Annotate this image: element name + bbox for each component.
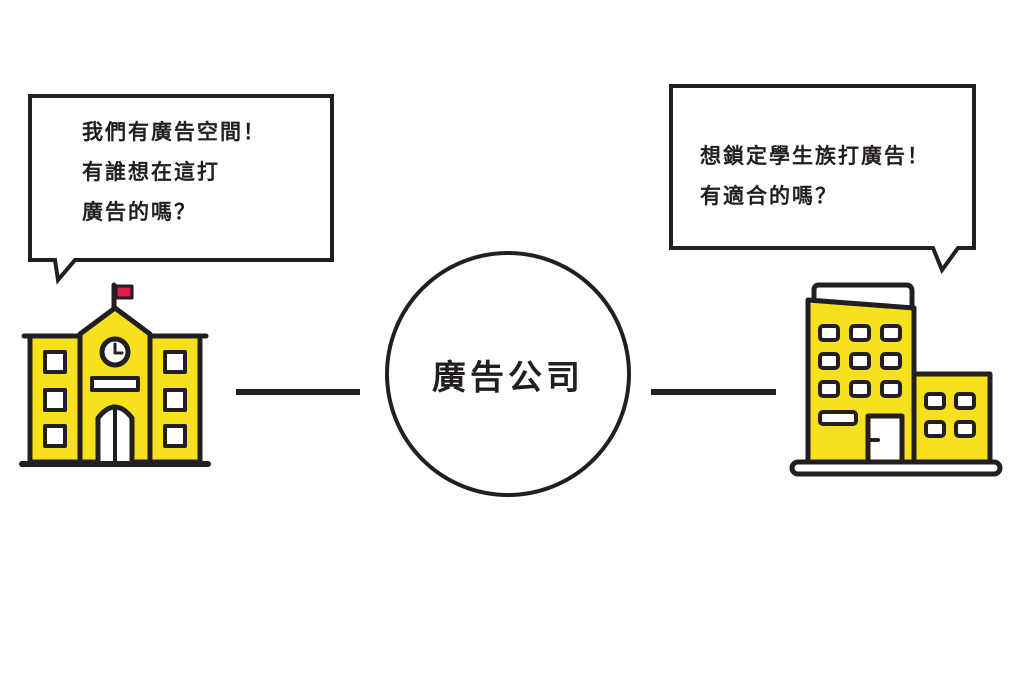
- right-bubble-line-1: 想鎖定學生族打廣告！: [700, 144, 930, 168]
- left-bubble-line-1: 我們有廣告空間！: [82, 120, 266, 144]
- left-speech-bubble: [28, 94, 334, 285]
- center-circle: [385, 251, 631, 497]
- right-bubble-line-2: 有適合的嗎？: [700, 184, 838, 208]
- left-bubble-text: 我們有廣告空間！ 有誰想在這打 廣告的嗎？: [82, 112, 266, 232]
- office-building-icon: [789, 282, 1003, 477]
- center-label: 廣告公司: [432, 358, 584, 398]
- left-bubble-line-3: 廣告的嗎？: [82, 200, 197, 224]
- school-building-icon: [19, 282, 211, 467]
- right-speech-bubble: [669, 84, 976, 275]
- left-bubble-line-2: 有誰想在這打: [82, 160, 220, 184]
- right-bubble-text: 想鎖定學生族打廣告！ 有適合的嗎？: [700, 136, 930, 216]
